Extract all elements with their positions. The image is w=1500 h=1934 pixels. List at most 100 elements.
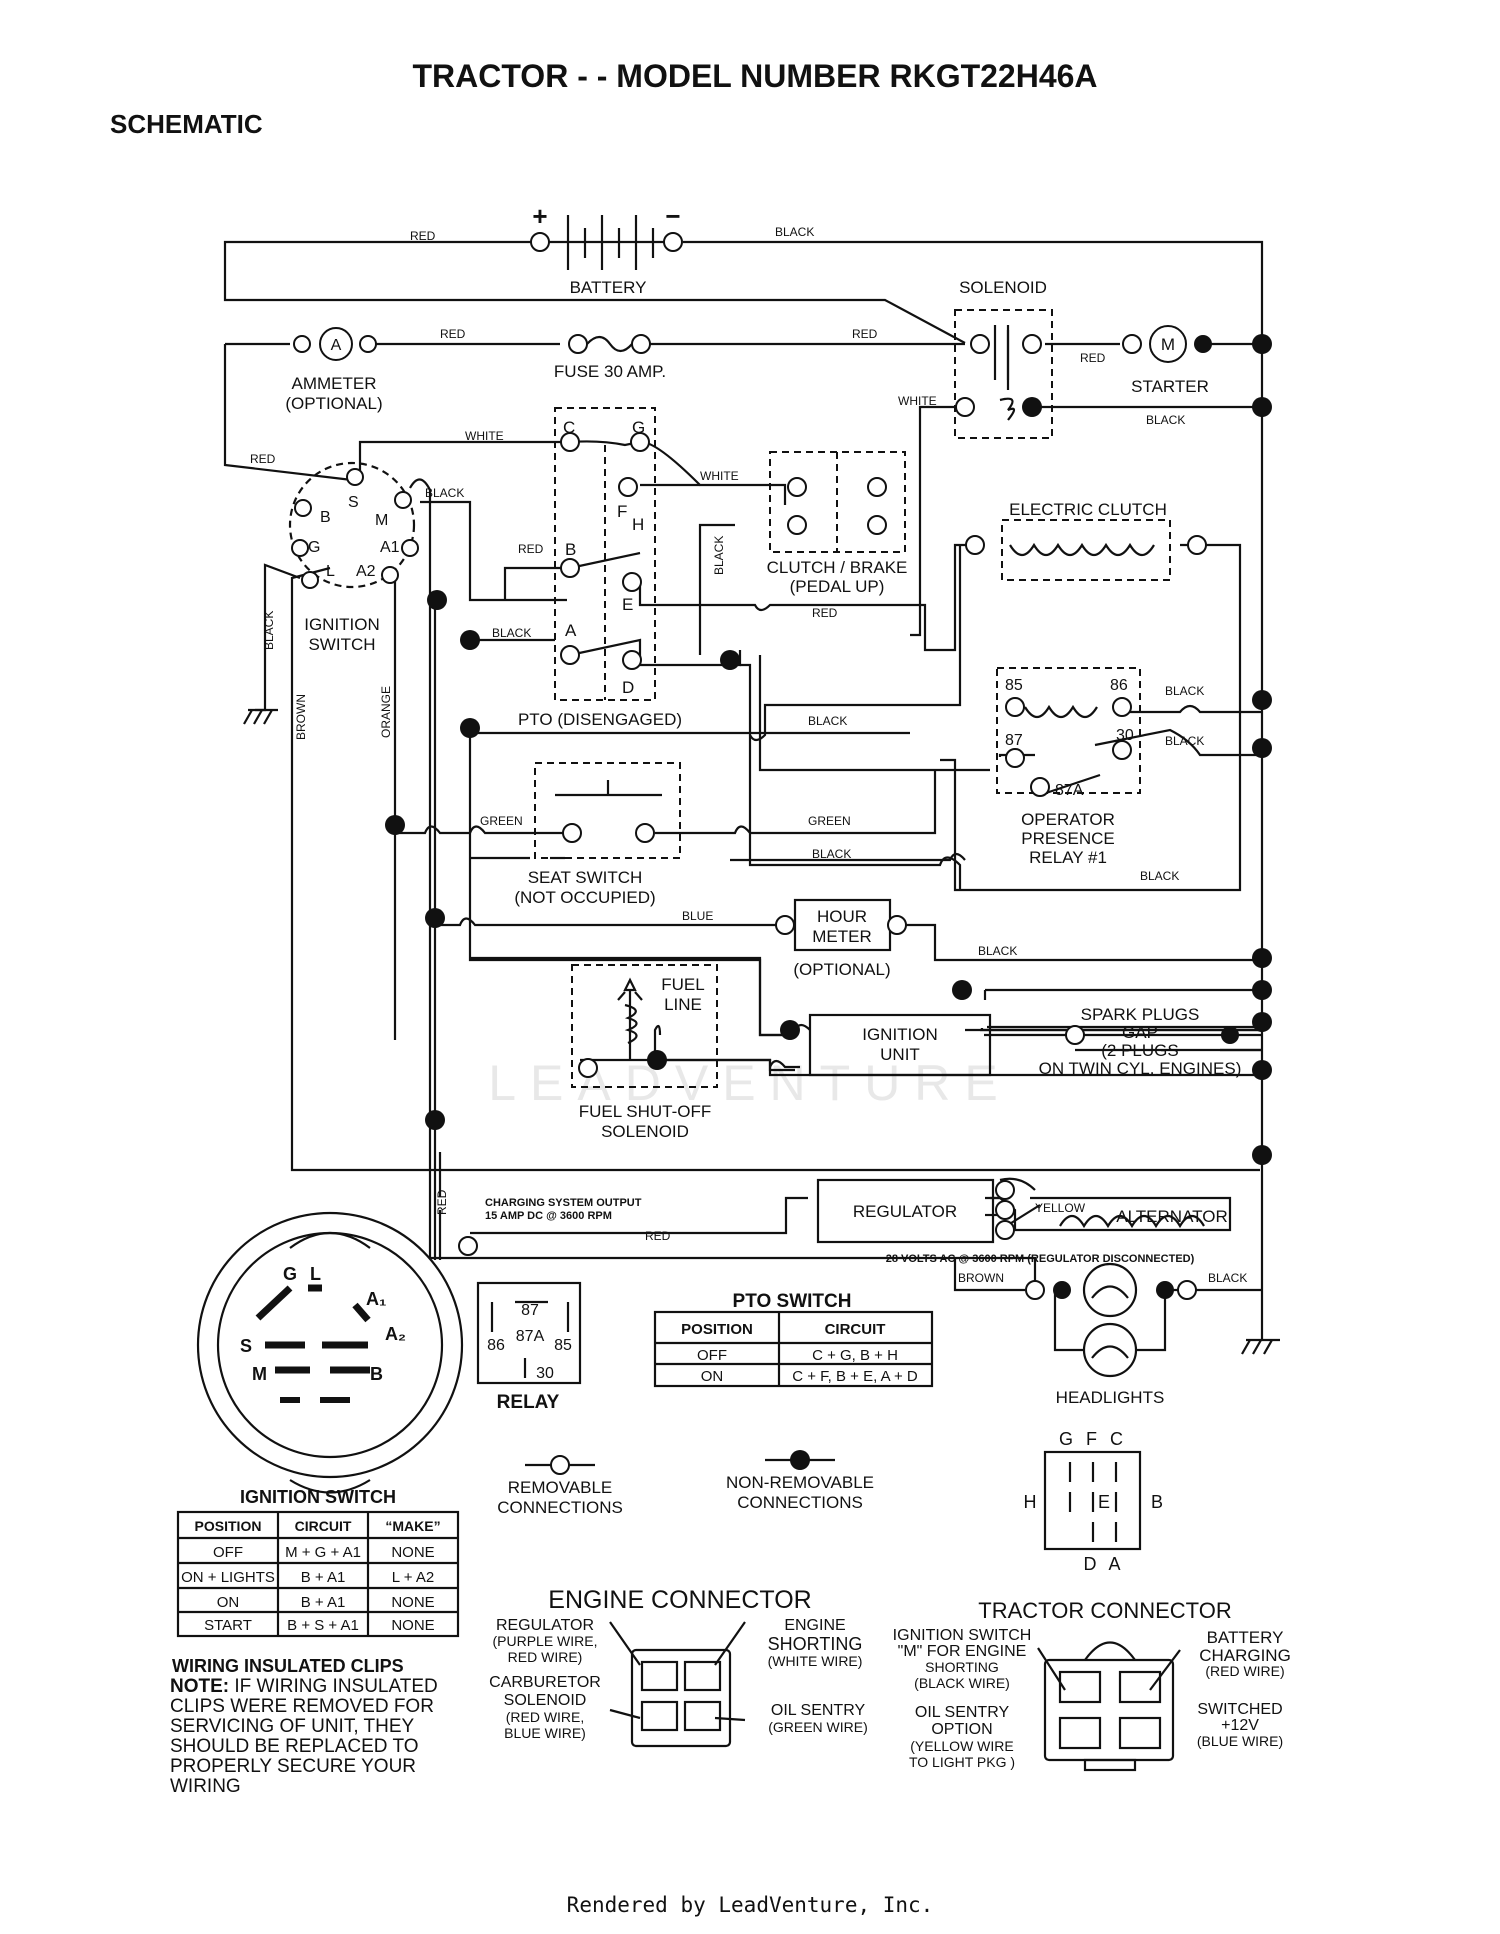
svg-text:RED: RED bbox=[852, 327, 878, 341]
svg-text:BLACK: BLACK bbox=[1146, 413, 1185, 427]
page-title: TRACTOR - - MODEL NUMBER RKGT22H46A bbox=[412, 58, 1097, 94]
svg-text:RED: RED bbox=[410, 229, 436, 243]
svg-text:RED: RED bbox=[645, 1229, 671, 1243]
fuse: FUSE 30 AMP. bbox=[554, 334, 666, 381]
svg-text:BLUE: BLUE bbox=[682, 909, 713, 923]
fuel-line-label2: LINE bbox=[664, 995, 702, 1014]
svg-text:B + S + A1: B + S + A1 bbox=[287, 1617, 359, 1634]
relay-terminal-85: 85 bbox=[1005, 677, 1023, 694]
relay-legend-87a: 87A bbox=[516, 1328, 545, 1345]
svg-text:REGULATOR: REGULATOR bbox=[496, 1617, 594, 1634]
svg-text:START: START bbox=[204, 1617, 252, 1634]
pto-table-off-circuit: C + G, B + H bbox=[812, 1347, 898, 1364]
svg-text:BROWN: BROWN bbox=[294, 694, 308, 740]
junction-dots bbox=[385, 334, 1272, 1165]
svg-text:BLACK: BLACK bbox=[775, 225, 814, 239]
svg-text:L + A2: L + A2 bbox=[392, 1569, 434, 1586]
svg-text:BATTERY: BATTERY bbox=[1207, 1628, 1284, 1647]
pto-terminal-f: F bbox=[617, 502, 627, 521]
svg-text:B + A1: B + A1 bbox=[301, 1569, 346, 1586]
ignition-unit: IGNITION UNIT bbox=[808, 1013, 992, 1077]
ign-terminal-l: L bbox=[326, 563, 335, 580]
alternator-label: ALTERNATOR bbox=[1116, 1207, 1227, 1226]
starter-label: STARTER bbox=[1131, 377, 1209, 396]
svg-text:CARBURETOR: CARBURETOR bbox=[489, 1674, 601, 1691]
wiring-note: WIRING INSULATED CLIPS NOTE: IF WIRING I… bbox=[170, 1656, 438, 1797]
ign-table-header-position: POSITION bbox=[195, 1518, 262, 1534]
battery-label: BATTERY bbox=[570, 278, 647, 297]
svg-text:ENGINE: ENGINE bbox=[784, 1617, 845, 1634]
relay-label-1: OPERATOR bbox=[1021, 810, 1115, 829]
pto-terminal-d: D bbox=[622, 678, 634, 697]
ign-face-m: M bbox=[252, 1364, 267, 1384]
relay-terminal-30: 30 bbox=[1116, 727, 1134, 744]
pto-terminal-a: A bbox=[565, 621, 577, 640]
svg-text:CLIPS WERE REMOVED FOR: CLIPS WERE REMOVED FOR bbox=[170, 1696, 434, 1717]
svg-text:(WHITE WIRE): (WHITE WIRE) bbox=[768, 1653, 863, 1669]
pto-label: PTO (DISENGAGED) bbox=[518, 710, 682, 729]
electric-clutch: ELECTRIC CLUTCH bbox=[965, 500, 1207, 581]
svg-text:(RED WIRE): (RED WIRE) bbox=[1205, 1663, 1284, 1679]
ign-table-header-circuit: CIRCUIT bbox=[295, 1518, 352, 1534]
svg-text:GREEN: GREEN bbox=[480, 814, 523, 828]
spark-label-1: SPARK PLUGS bbox=[1081, 1005, 1200, 1024]
pto-switch-table: PTO SWITCH POSITION CIRCUIT OFF C + G, B… bbox=[653, 1291, 934, 1388]
svg-text:GREEN: GREEN bbox=[808, 814, 851, 828]
ignition-switch: B S M G A1 L A2 IGNITION SWITCH bbox=[288, 461, 419, 654]
relay-label-3: RELAY #1 bbox=[1029, 848, 1107, 867]
ignition-unit-label2: UNIT bbox=[880, 1045, 920, 1064]
operator-presence-relay: 85 86 87 30 87A OPERATOR PRESENCE RELAY … bbox=[996, 667, 1141, 867]
relay-legend: 87 86 87A 85 30 RELAY bbox=[476, 1281, 582, 1413]
svg-text:SHORTING: SHORTING bbox=[925, 1659, 999, 1675]
clutch-brake-switch: CLUTCH / BRAKE (PEDAL UP) bbox=[767, 451, 907, 596]
svg-text:BLACK: BLACK bbox=[1208, 1271, 1247, 1285]
svg-text:WHITE: WHITE bbox=[700, 469, 739, 483]
svg-text:BLACK: BLACK bbox=[978, 944, 1017, 958]
svg-text:(GREEN WIRE): (GREEN WIRE) bbox=[768, 1719, 868, 1735]
svg-text:RED: RED bbox=[440, 327, 466, 341]
svg-text:REMOVABLE: REMOVABLE bbox=[508, 1478, 613, 1497]
ammeter-symbol: A bbox=[331, 337, 342, 354]
svg-text:BLACK: BLACK bbox=[425, 486, 464, 500]
svg-text:TRACTOR CONNECTOR: TRACTOR CONNECTOR bbox=[978, 1598, 1231, 1623]
fuel-line-label: FUEL bbox=[661, 975, 704, 994]
seat-switch-sublabel: (NOT OCCUPIED) bbox=[514, 888, 655, 907]
spark-label-3: (2 PLUGS bbox=[1101, 1041, 1178, 1060]
svg-text:ON + LIGHTS: ON + LIGHTS bbox=[181, 1569, 275, 1586]
section-title: SCHEMATIC bbox=[110, 109, 263, 139]
svg-text:+12V: +12V bbox=[1221, 1717, 1259, 1734]
ign-face-a2: A₂ bbox=[385, 1324, 406, 1344]
wire-color-labels: RED BLACK RED RED RED WHITE BLACK RED WH… bbox=[250, 225, 1247, 1285]
spark-label-2: GAP bbox=[1122, 1023, 1158, 1042]
relay-terminal-87a: 87A bbox=[1055, 782, 1084, 799]
svg-text:RED: RED bbox=[1080, 351, 1106, 365]
svg-text:TO LIGHT PKG ): TO LIGHT PKG ) bbox=[909, 1754, 1015, 1770]
headlights-label: HEADLIGHTS bbox=[1056, 1388, 1165, 1407]
svg-text:(BLUE WIRE): (BLUE WIRE) bbox=[1197, 1733, 1283, 1749]
svg-text:NONE: NONE bbox=[391, 1617, 434, 1634]
svg-text:YELLOW: YELLOW bbox=[1035, 1201, 1086, 1215]
clutch-brake-sublabel: (PEDAL UP) bbox=[790, 577, 885, 596]
svg-text:RED: RED bbox=[812, 606, 838, 620]
svg-text:BLACK: BLACK bbox=[812, 847, 851, 861]
svg-text:SHOULD BE REPLACED TO: SHOULD BE REPLACED TO bbox=[170, 1736, 418, 1757]
ign-face-s: S bbox=[240, 1336, 252, 1356]
svg-text:CONNECTIONS: CONNECTIONS bbox=[497, 1498, 623, 1517]
svg-text:IGNITION SWITCH: IGNITION SWITCH bbox=[893, 1627, 1032, 1644]
ignition-switch-label2: SWITCH bbox=[308, 635, 375, 654]
relay-legend-85: 85 bbox=[554, 1337, 572, 1354]
ign-face-b: B bbox=[370, 1364, 383, 1384]
svg-text:PROPERLY SECURE YOUR: PROPERLY SECURE YOUR bbox=[170, 1756, 416, 1777]
svg-text:WHITE: WHITE bbox=[898, 394, 937, 408]
starter-symbol: M bbox=[1161, 335, 1175, 354]
ground-symbol bbox=[1241, 1338, 1280, 1355]
svg-text:"M" FOR ENGINE: "M" FOR ENGINE bbox=[898, 1643, 1027, 1660]
ground-symbol bbox=[243, 708, 278, 725]
svg-text:BLACK: BLACK bbox=[712, 536, 726, 575]
ign-table-title: IGNITION SWITCH bbox=[240, 1487, 396, 1507]
ign-terminal-g: G bbox=[308, 539, 320, 556]
pto-table-header-position: POSITION bbox=[681, 1321, 753, 1338]
pto-table-off: OFF bbox=[697, 1347, 727, 1364]
svg-text:D A: D A bbox=[1083, 1554, 1124, 1574]
hour-meter: HOUR METER (OPTIONAL) bbox=[775, 898, 907, 979]
